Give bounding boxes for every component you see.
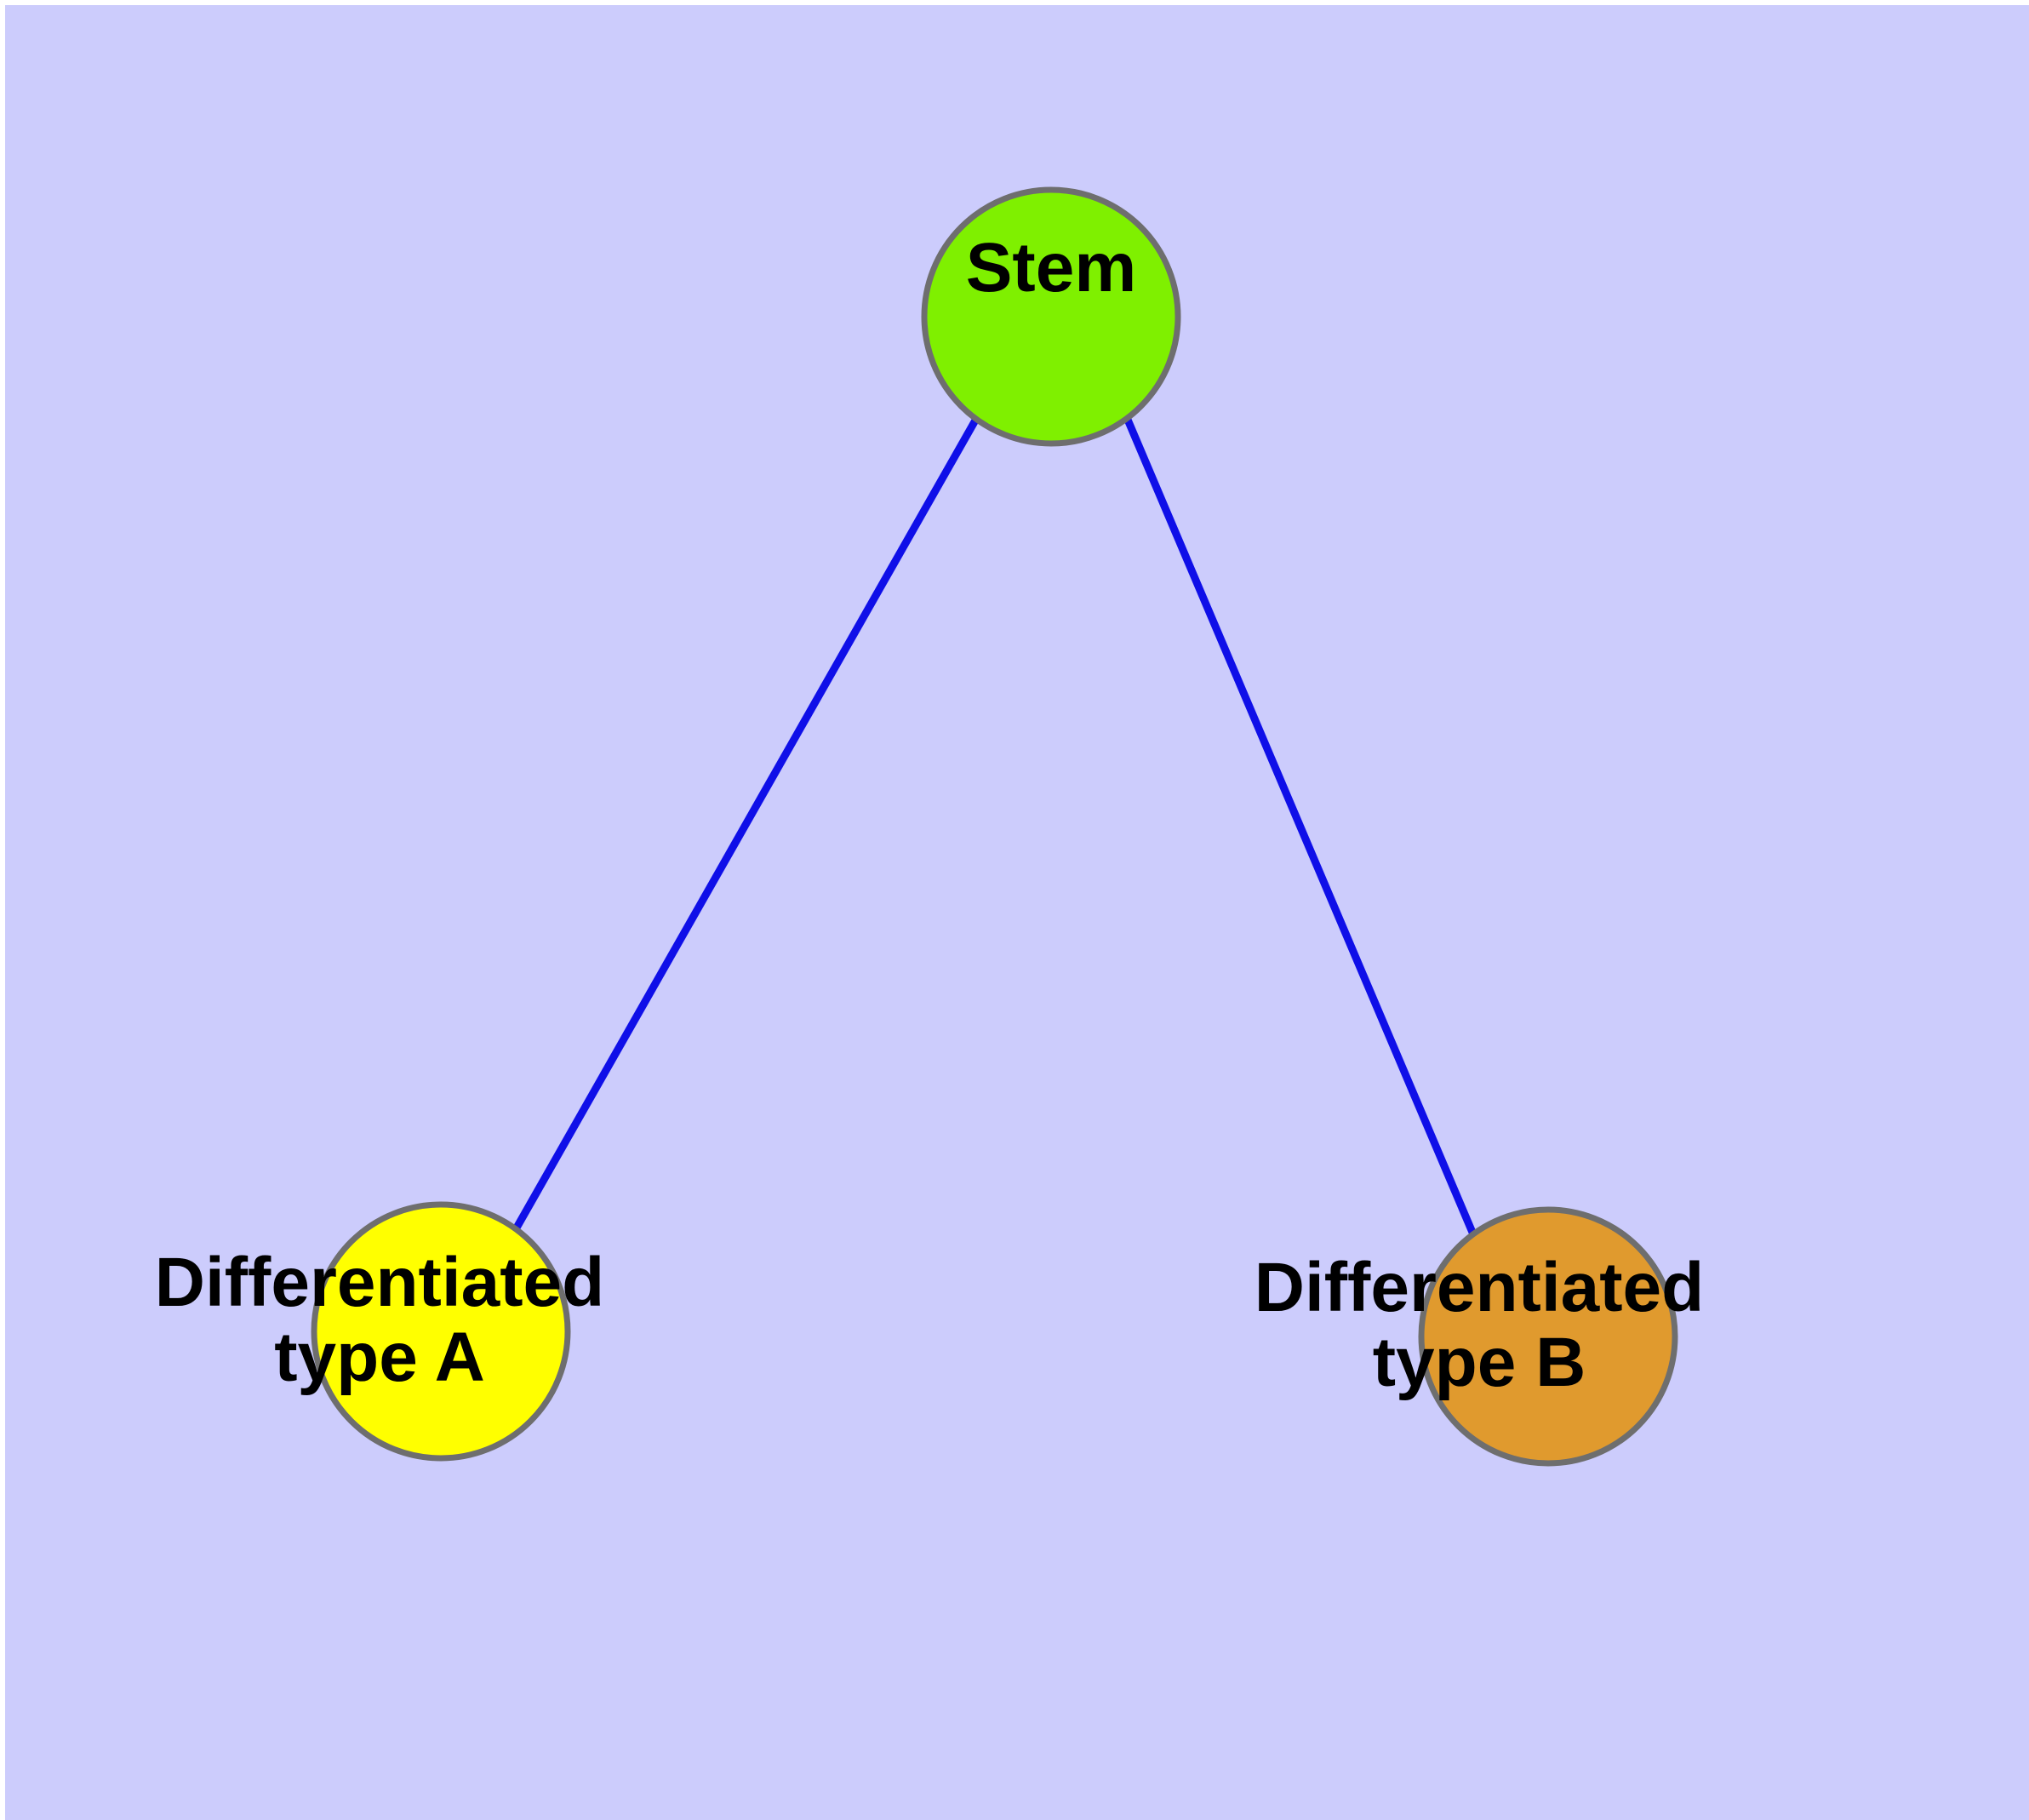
edge-stem-to-diff-b	[1123, 418, 1477, 1236]
edge-stem-to-diff-a	[512, 416, 980, 1232]
node-circle-diff-a[interactable]	[311, 1201, 571, 1462]
node-circle-diff-b[interactable]	[1418, 1206, 1678, 1467]
node-label-line: Differentiated	[1255, 1249, 1705, 1326]
node-label-line: type B	[1373, 1324, 1586, 1401]
node-label-line: type A	[274, 1319, 485, 1396]
edges-group	[512, 416, 1477, 1236]
node-stem[interactable]: Stem	[921, 186, 1181, 447]
node-circle-stem[interactable]	[921, 186, 1181, 447]
node-label-stem: Stem	[966, 229, 1137, 306]
node-label-line: Stem	[966, 229, 1137, 306]
node-label-line: Differentiated	[155, 1244, 605, 1321]
